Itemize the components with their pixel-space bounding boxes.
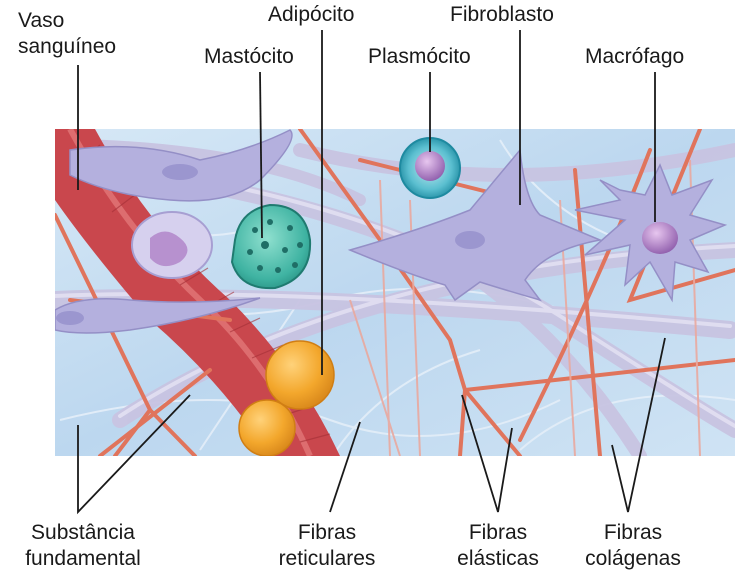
label-elasticas-line2: elásticas — [457, 547, 539, 570]
label-colagenas-line1: Fibras — [603, 521, 663, 544]
fibroblast-cell — [347, 148, 603, 302]
label-fibras-reticulares: Fibras reticulares — [262, 520, 392, 572]
fibroblast-cell-left — [69, 129, 293, 202]
label-macrofago: Macrófago — [585, 45, 685, 68]
elastic-fibers — [55, 129, 735, 456]
label-adipocito: Adipócito — [268, 3, 355, 26]
mast-cell — [230, 203, 312, 290]
plasma-cell — [399, 137, 461, 199]
label-fibroblasto: Fibroblasto — [450, 3, 554, 26]
label-reticulares-line1: Fibras — [297, 521, 357, 544]
label-mastocito: Mastócito — [204, 45, 294, 68]
label-substancia-line1: Substância — [31, 521, 135, 544]
label-vaso-line1: Vaso — [18, 9, 65, 32]
leukocyte-cell — [131, 211, 213, 279]
tissue-panel — [55, 129, 735, 456]
adipocyte-cells — [238, 340, 335, 456]
leader-lines — [77, 30, 666, 515]
label-reticulares-line2: reticulares — [278, 547, 376, 570]
fibroblast-cell-bottom-left — [55, 297, 261, 334]
macrophage-cell — [574, 163, 728, 303]
label-vaso-sanguineo: Vaso sanguíneo — [18, 8, 116, 60]
label-fibras-colagenas: Fibras colágenas — [573, 520, 693, 572]
label-colagenas-line2: colágenas — [585, 547, 681, 570]
label-plasmocito: Plasmócito — [368, 45, 471, 68]
label-vaso-line2: sanguíneo — [18, 35, 117, 58]
label-substancia-line2: fundamental — [25, 547, 141, 570]
label-substancia-fundamental: Substância fundamental — [8, 520, 158, 572]
label-fibras-elasticas: Fibras elásticas — [443, 520, 553, 572]
label-elasticas-line1: Fibras — [468, 521, 528, 544]
